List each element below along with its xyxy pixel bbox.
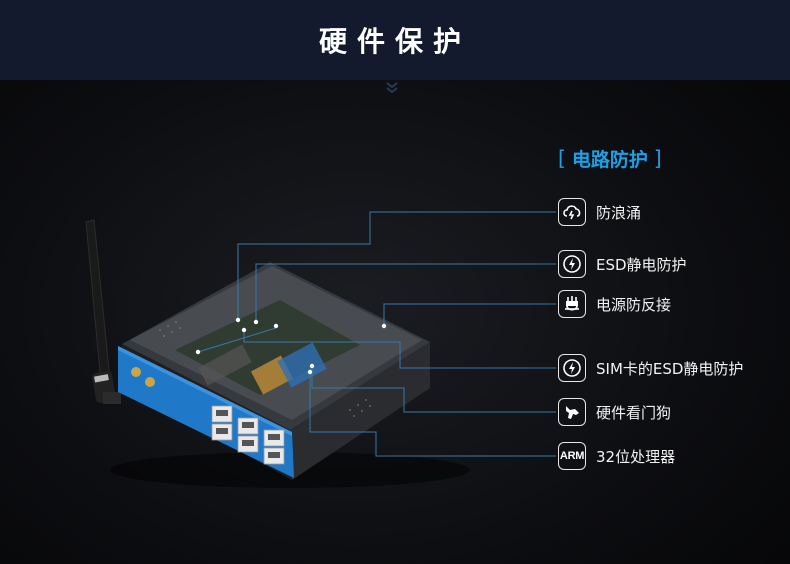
page-title: 硬件保护 (318, 25, 471, 58)
antenna (85, 219, 121, 404)
header-bar: 硬件保护 (0, 0, 790, 80)
feature-label: SIM卡的ESD静电防护 (596, 359, 744, 378)
feature-label: 硬件看门狗 (596, 403, 672, 422)
arm-chip-icon: ARM (558, 442, 586, 470)
feature-item-processor: ARM 32位处理器 (558, 441, 675, 471)
feature-item-esd: ESD静电防护 (558, 249, 687, 279)
leader-dots (195, 317, 387, 375)
section-heading: [ 电路防护 ] (558, 144, 688, 172)
front-panel (118, 346, 294, 478)
feature-label: 电源防反接 (596, 295, 672, 314)
feature-item-watchdog: 硬件看门狗 (558, 397, 671, 427)
chevron-down-icon (386, 82, 398, 94)
surge-cloud-icon (558, 198, 586, 226)
bracket-open: [ (558, 146, 566, 170)
bracket-close: ] (653, 146, 662, 170)
feature-item-sim-esd: SIM卡的ESD静电防护 (558, 353, 743, 383)
lightning-icon (558, 250, 586, 278)
feature-item-reverse-polarity: 电源防反接 (558, 289, 671, 319)
feature-label: 防浪涌 (596, 203, 642, 222)
arm-chip-label: ARM (559, 450, 585, 462)
leader-lines (197, 211, 556, 457)
feature-label: ESD静电防护 (596, 255, 687, 274)
lightning-icon (558, 354, 586, 382)
power-plug-icon (558, 290, 586, 318)
feature-label: 32位处理器 (596, 447, 676, 466)
watchdog-icon (558, 398, 586, 426)
feature-item-surge: 防浪涌 (558, 197, 641, 227)
section-title: 电路防护 (571, 148, 648, 171)
